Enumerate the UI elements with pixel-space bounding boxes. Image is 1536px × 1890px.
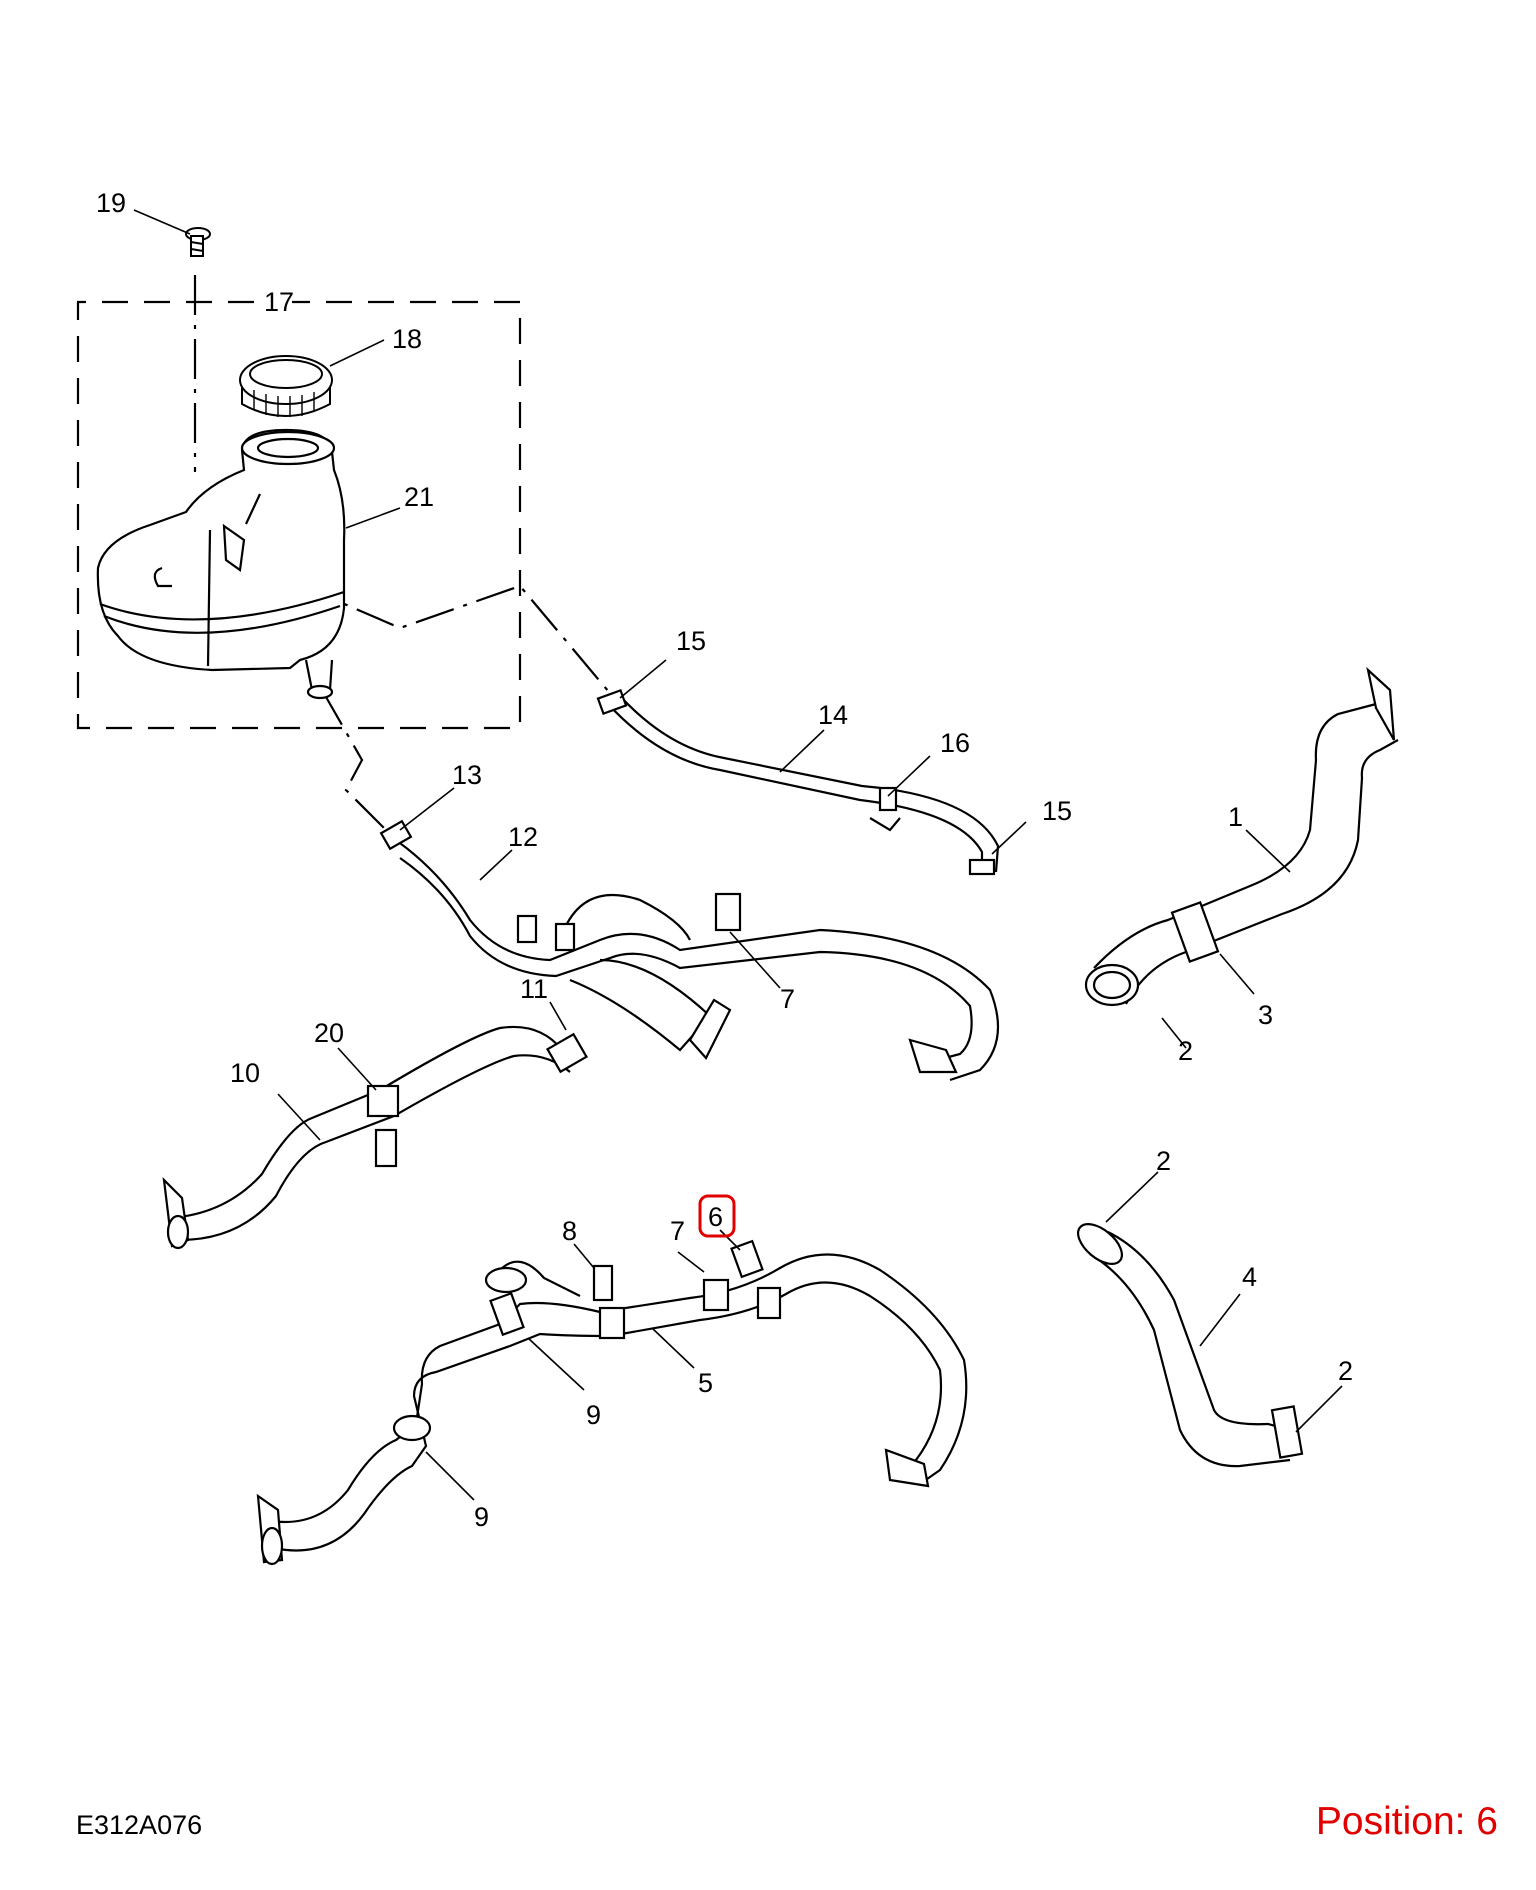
hose-14-part (596, 688, 1000, 876)
callout-10: 10 (230, 1058, 260, 1088)
callout-3: 3 (1258, 1000, 1273, 1030)
diagram-code: E312A076 (76, 1810, 203, 1840)
callout-19: 19 (96, 188, 126, 218)
hose-4-part (1077, 1223, 1304, 1468)
callout-8: 8 (562, 1216, 577, 1246)
callout-7-upper: 7 (780, 984, 795, 1014)
callout-5: 5 (698, 1368, 713, 1398)
callout-17: 17 (264, 287, 294, 317)
callout-2-upper: 2 (1178, 1036, 1193, 1066)
callout-2-mid: 2 (1156, 1146, 1171, 1176)
leader-lines (133, 209, 1343, 1501)
callout-20: 20 (314, 1018, 344, 1048)
filler-cap-part (239, 355, 333, 417)
position-label: Position: 6 (1315, 1800, 1498, 1843)
hose-1-part (1084, 666, 1399, 1007)
expansion-tank-part (96, 428, 346, 700)
assembly-lines (193, 275, 615, 835)
callout-14: 14 (818, 700, 848, 730)
hose-10-part (162, 1025, 588, 1250)
callout-18: 18 (392, 324, 422, 354)
callout-21: 21 (404, 482, 434, 512)
callout-13: 13 (452, 760, 482, 790)
bolt-part (185, 227, 211, 257)
callout-6: 6 (708, 1202, 723, 1232)
hose-5-part (256, 1239, 968, 1566)
callout-1: 1 (1228, 802, 1243, 832)
callout-4: 4 (1242, 1262, 1257, 1292)
callout-7-lower: 7 (670, 1216, 685, 1246)
selected-callout-highlight (698, 1194, 736, 1238)
hose-12-part (379, 819, 1000, 1082)
callout-labels: 19 17 18 21 15 14 16 15 1 13 12 7 3 2 11… (96, 188, 1353, 1532)
callout-9-upper: 9 (586, 1400, 601, 1430)
callout-16: 16 (940, 728, 970, 758)
callout-2-lower: 2 (1338, 1356, 1353, 1386)
reservoir-group-frame (76, 300, 522, 730)
callout-15-top: 15 (676, 626, 706, 656)
callout-15-right: 15 (1042, 796, 1072, 826)
callout-12: 12 (508, 822, 538, 852)
callout-9-lower: 9 (474, 1502, 489, 1532)
callout-11: 11 (520, 974, 548, 1004)
